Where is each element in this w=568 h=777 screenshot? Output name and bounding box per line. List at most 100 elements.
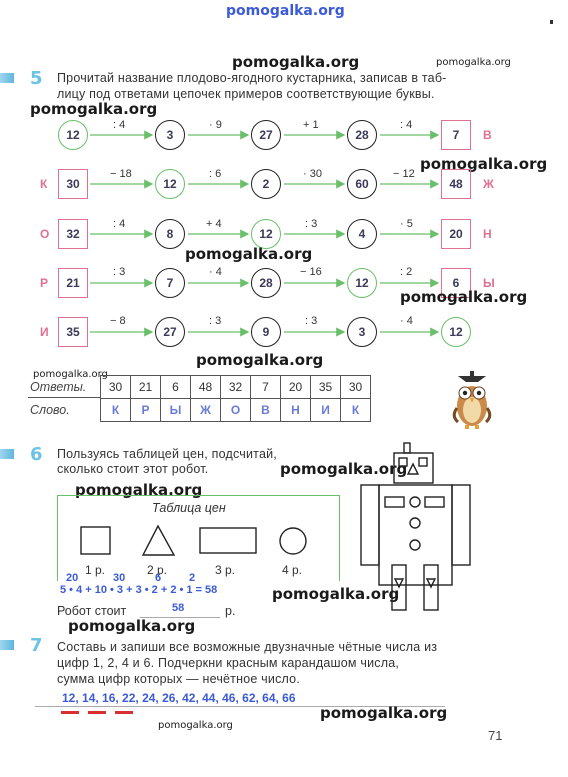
hand-expression: 5 • 4 + 10 • 3 + 3 • 2 + 2 • 1 = 58 xyxy=(60,584,218,596)
chain-node: 27 xyxy=(155,317,185,347)
task6-line2: сколько стоит этот робот. xyxy=(57,462,209,476)
chain-op: : 4 xyxy=(400,119,413,131)
answers-table: 30 21 6 48 32 7 20 35 30 К Р Ы Ж О В Н И… xyxy=(100,375,371,422)
chain-op: : 4 xyxy=(113,218,126,230)
chain-op: − 18 xyxy=(110,168,132,180)
watermark: pomogalka.org xyxy=(158,720,233,731)
price-table xyxy=(57,495,340,581)
chain-result: 20 xyxy=(441,219,471,249)
chain-end-letter: В xyxy=(483,128,492,142)
watermark: pomogalka.org xyxy=(400,288,528,306)
word-cell: Ж xyxy=(190,398,221,422)
hand-partial: 30 xyxy=(113,572,126,584)
task5-line1: Прочитай название плодово-ягодного куста… xyxy=(57,71,447,85)
chain-node: 27 xyxy=(251,120,281,150)
chain-result: 48 xyxy=(441,169,471,199)
chain-node: 35 xyxy=(58,317,88,347)
robot-cost-label: Робот стоит xyxy=(57,604,127,618)
chain-end-letter: Ж xyxy=(483,177,494,191)
watermark: pomogalka.org xyxy=(33,369,108,380)
price-circle: 4 р. xyxy=(282,563,303,577)
task7-answer-line xyxy=(35,706,445,707)
chain-start-letter: Р xyxy=(40,276,49,290)
price-rectangle: 3 р. xyxy=(215,563,236,577)
chain-node: 21 xyxy=(58,268,88,298)
chain-node: 12 xyxy=(347,268,377,298)
word-cell: Н xyxy=(280,398,311,422)
chain-node: 3 xyxy=(347,317,377,347)
robot-cost-value: 58 xyxy=(172,602,185,614)
hand-partial: 6 xyxy=(155,572,162,584)
task7-line1: Составь и запиши все возможные двузначны… xyxy=(57,640,438,654)
task5-marker xyxy=(0,73,14,83)
chain-op: · 9 xyxy=(209,119,222,131)
chain-op: · 4 xyxy=(209,266,222,278)
underline-12 xyxy=(61,711,79,714)
answer-cell: 30 xyxy=(340,375,371,399)
underline-14 xyxy=(88,711,106,714)
chain-node: 12 xyxy=(251,219,281,249)
answer-cell: 20 xyxy=(280,375,311,399)
chain-node: 60 xyxy=(347,169,377,199)
chain-result: 12 xyxy=(441,317,471,347)
watermark: pomogalka.org xyxy=(30,100,158,118)
task7-answer: 12, 14, 16, 22, 24, 26, 42, 44, 46, 62, … xyxy=(62,691,296,705)
watermark: pomogalka.org xyxy=(272,585,400,603)
chain-node: 8 xyxy=(155,219,185,249)
chain-op: − 8 xyxy=(110,315,126,327)
watermark: pomogalka.org xyxy=(280,460,408,478)
price-shapes xyxy=(80,524,307,556)
chain-op: : 3 xyxy=(305,218,318,230)
chain-op: : 3 xyxy=(305,315,318,327)
watermark: pomogalka.org xyxy=(436,57,511,68)
chain-result: 7 xyxy=(441,120,471,150)
chain-node: 32 xyxy=(58,219,88,249)
task7-number: 7 xyxy=(30,635,43,656)
watermark: pomogalka.org xyxy=(196,351,324,369)
task5-number: 5 xyxy=(30,68,43,89)
watermark: pomogalka.org xyxy=(232,53,360,71)
task6-line1: Пользуясь таблицей цен, подсчитай, xyxy=(57,447,277,461)
answers-label: Ответы. xyxy=(30,380,87,394)
answer-cell: 6 xyxy=(160,375,191,399)
chain-op: − 16 xyxy=(300,266,322,278)
table-label-divider xyxy=(28,397,100,398)
word-cell: Ы xyxy=(160,398,191,422)
answer-cell: 7 xyxy=(250,375,281,399)
chain-node: 9 xyxy=(251,317,281,347)
chain-node: 28 xyxy=(251,268,281,298)
chain-op: : 3 xyxy=(209,315,222,327)
price-table-title: Таблица цен xyxy=(152,501,226,515)
robot-illustration xyxy=(360,442,471,611)
corner-dot xyxy=(550,20,553,24)
answer-cell: 48 xyxy=(190,375,221,399)
answer-cell: 30 xyxy=(100,375,131,399)
chain-op: + 4 xyxy=(206,218,222,230)
answer-cell: 21 xyxy=(130,375,161,399)
chain-node: 2 xyxy=(251,169,281,199)
chain-node: 30 xyxy=(58,169,88,199)
underline-16 xyxy=(115,711,133,714)
chain-result: 6 xyxy=(441,268,471,298)
chain-op: : 2 xyxy=(400,266,413,278)
chain-op: · 5 xyxy=(400,218,413,230)
watermark: pomogalka.org xyxy=(320,704,448,722)
task7-line3: сумма цифр которых — нечётное число. xyxy=(57,672,300,686)
task5-line2: лицу под ответами цепочек примеров соотв… xyxy=(57,87,435,101)
chain-node: 12 xyxy=(58,120,88,150)
chain-node: 3 xyxy=(155,120,185,150)
word-cell: К xyxy=(100,398,131,422)
price-triangle: 2 р. xyxy=(147,563,168,577)
robot-cost-line xyxy=(140,617,220,618)
page-number: 71 xyxy=(488,728,503,743)
robot-cost-unit: р. xyxy=(225,604,236,618)
task6-marker xyxy=(0,449,14,459)
chain-node: 7 xyxy=(155,268,185,298)
watermark: pomogalka.org xyxy=(185,245,313,263)
watermark: pomogalka.org xyxy=(68,617,196,635)
chain-end-letter: Ы xyxy=(483,276,495,290)
chain-start-letter: К xyxy=(40,177,48,191)
task6-number: 6 xyxy=(30,444,43,465)
word-label: Слово. xyxy=(30,403,70,417)
